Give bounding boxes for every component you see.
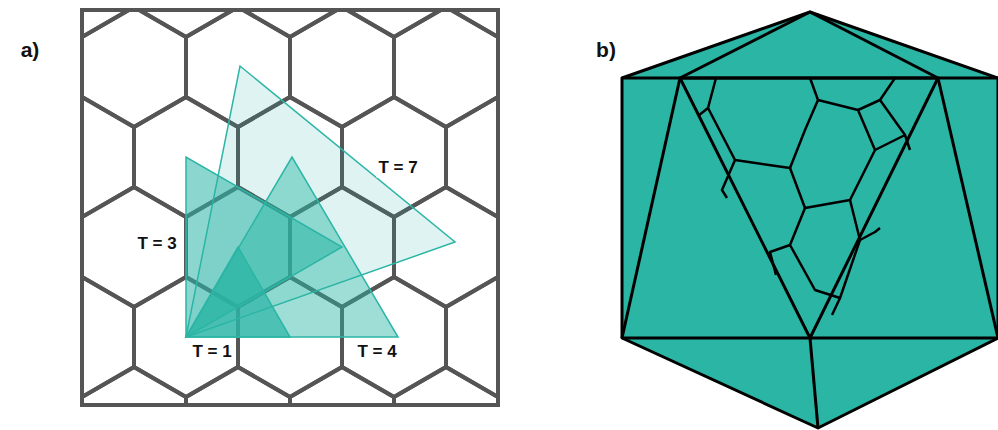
icosahedron-face <box>680 78 938 338</box>
icosahedron-silhouette <box>622 12 998 428</box>
hexagon-cell <box>82 10 134 37</box>
hexagon-cell <box>446 10 498 37</box>
icosahedron <box>622 12 998 428</box>
t4-triangle <box>186 157 398 337</box>
triangulation-number: T = 1 <box>190 343 233 362</box>
t1-triangle <box>186 247 290 337</box>
hexagon-cell <box>82 187 186 307</box>
icosahedron-edge <box>810 338 818 428</box>
hexagon-cell <box>134 10 238 37</box>
hexagon-cell <box>82 277 134 397</box>
icosahedron-edge <box>622 78 680 338</box>
lattice-frame <box>82 10 498 405</box>
icosahedron-edge <box>938 78 998 338</box>
triangulation-number: T = 4 <box>355 343 398 362</box>
hexagon-cell <box>82 97 134 217</box>
hexagon-cell <box>342 10 446 37</box>
triangulation-number: T = 7 <box>376 159 419 178</box>
triangulation-number: T = 3 <box>135 235 178 254</box>
hexagon-lattice <box>82 10 498 405</box>
t7-triangle <box>186 66 455 337</box>
icosahedron-edge <box>680 12 938 78</box>
hexagon-cell <box>446 277 498 397</box>
hexagon-cell <box>446 97 498 217</box>
hexagon-cell <box>238 10 342 37</box>
panel-label: b) <box>596 38 616 61</box>
triangulation-triangles <box>186 66 455 337</box>
face-hexagon-pattern <box>698 78 910 315</box>
panel-label: a) <box>21 38 40 61</box>
